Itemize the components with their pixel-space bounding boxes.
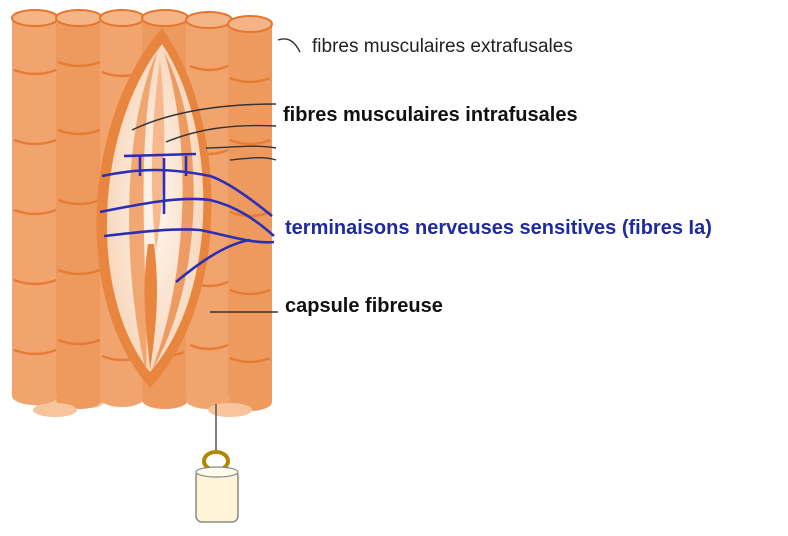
label-intrafusal-fibres: fibres musculaires intrafusales <box>283 104 578 127</box>
label-extrafusal-fibres: fibres musculaires extrafusales <box>312 36 573 58</box>
label-fibrous-capsule: capsule fibreuse <box>285 295 443 318</box>
label-sensory-nerve-endings: terminaisons nerveuses sensitives (fibre… <box>285 217 712 240</box>
hanging-weight-icon <box>196 404 238 522</box>
